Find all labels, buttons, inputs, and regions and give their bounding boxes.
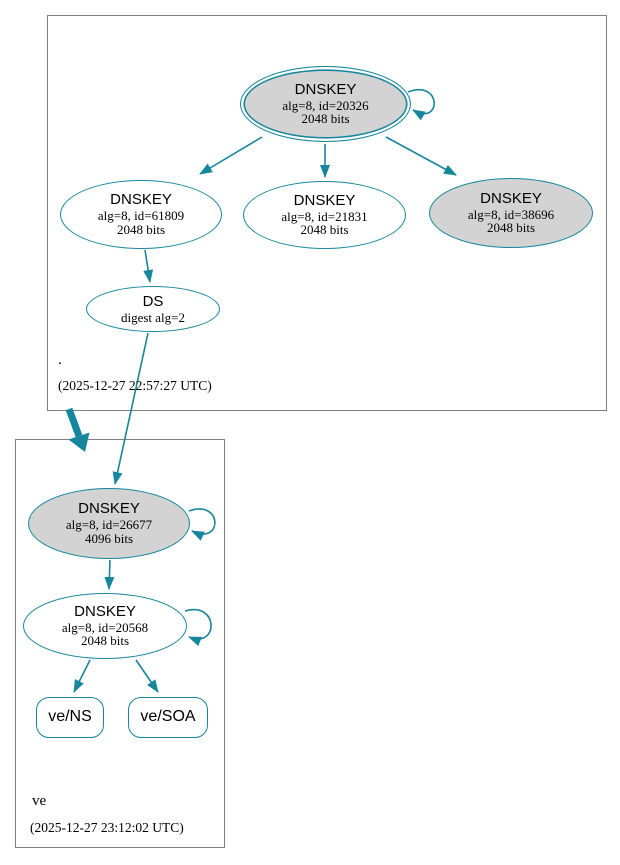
zone-label-root: . xyxy=(58,352,62,368)
zone-timestamp-ve: (2025-12-27 23:12:02 UTC) xyxy=(30,820,184,835)
node-alg-id: alg=8, id=20326 xyxy=(282,97,369,113)
node-title: DS xyxy=(142,292,164,310)
node-alg-id: alg=8, id=21831 xyxy=(281,208,368,224)
node-alg-id: alg=8, id=61809 xyxy=(97,208,185,224)
dnskey-node-20326[interactable]: DNSKEY alg=8, id=20326 2048 bits xyxy=(240,66,411,142)
rrset-node-ve-ns[interactable]: ve/NS xyxy=(36,697,104,738)
node-alg-id: alg=8, id=20568 xyxy=(61,619,149,635)
node-bits: 4096 bits xyxy=(84,530,134,546)
node-alg-id: alg=8, id=26677 xyxy=(65,517,153,533)
node-bits: 2048 bits xyxy=(300,222,349,238)
ds-node[interactable]: DS digest alg=2 xyxy=(86,286,220,332)
rrset-label: ve/SOA xyxy=(140,708,196,726)
rrset-node-ve-soa[interactable]: ve/SOA xyxy=(128,697,208,738)
zone-timestamp-root: (2025-12-27 22:57:27 UTC) xyxy=(58,378,212,393)
node-bits: 2048 bits xyxy=(301,111,350,127)
node-bits: 2048 bits xyxy=(80,633,130,649)
node-title: DNSKEY xyxy=(293,191,356,209)
rrset-label: ve/NS xyxy=(48,708,92,726)
node-alg-id: alg=8, id=38696 xyxy=(467,206,555,222)
zone-box-root xyxy=(47,15,607,411)
dnskey-node-21831[interactable]: DNSKEY alg=8, id=21831 2048 bits xyxy=(243,181,406,249)
node-title: DNSKEY xyxy=(78,500,140,518)
dnskey-node-38696[interactable]: DNSKEY alg=8, id=38696 2048 bits xyxy=(429,178,593,248)
node-title: DNSKEY xyxy=(480,189,542,207)
node-title: DNSKEY xyxy=(74,602,136,620)
node-bits: 2048 bits xyxy=(116,221,166,237)
dnskey-node-26677[interactable]: DNSKEY alg=8, id=26677 4096 bits xyxy=(28,488,190,559)
dnskey-node-61809[interactable]: DNSKEY alg=8, id=61809 2048 bits xyxy=(60,180,222,249)
node-digest: digest alg=2 xyxy=(120,309,186,325)
node-title: DNSKEY xyxy=(110,191,172,209)
zone-label-ve: ve xyxy=(32,793,47,809)
node-title: DNSKEY xyxy=(294,80,357,98)
node-bits: 2048 bits xyxy=(486,220,536,236)
dnskey-node-20568[interactable]: DNSKEY alg=8, id=20568 2048 bits xyxy=(23,593,187,659)
